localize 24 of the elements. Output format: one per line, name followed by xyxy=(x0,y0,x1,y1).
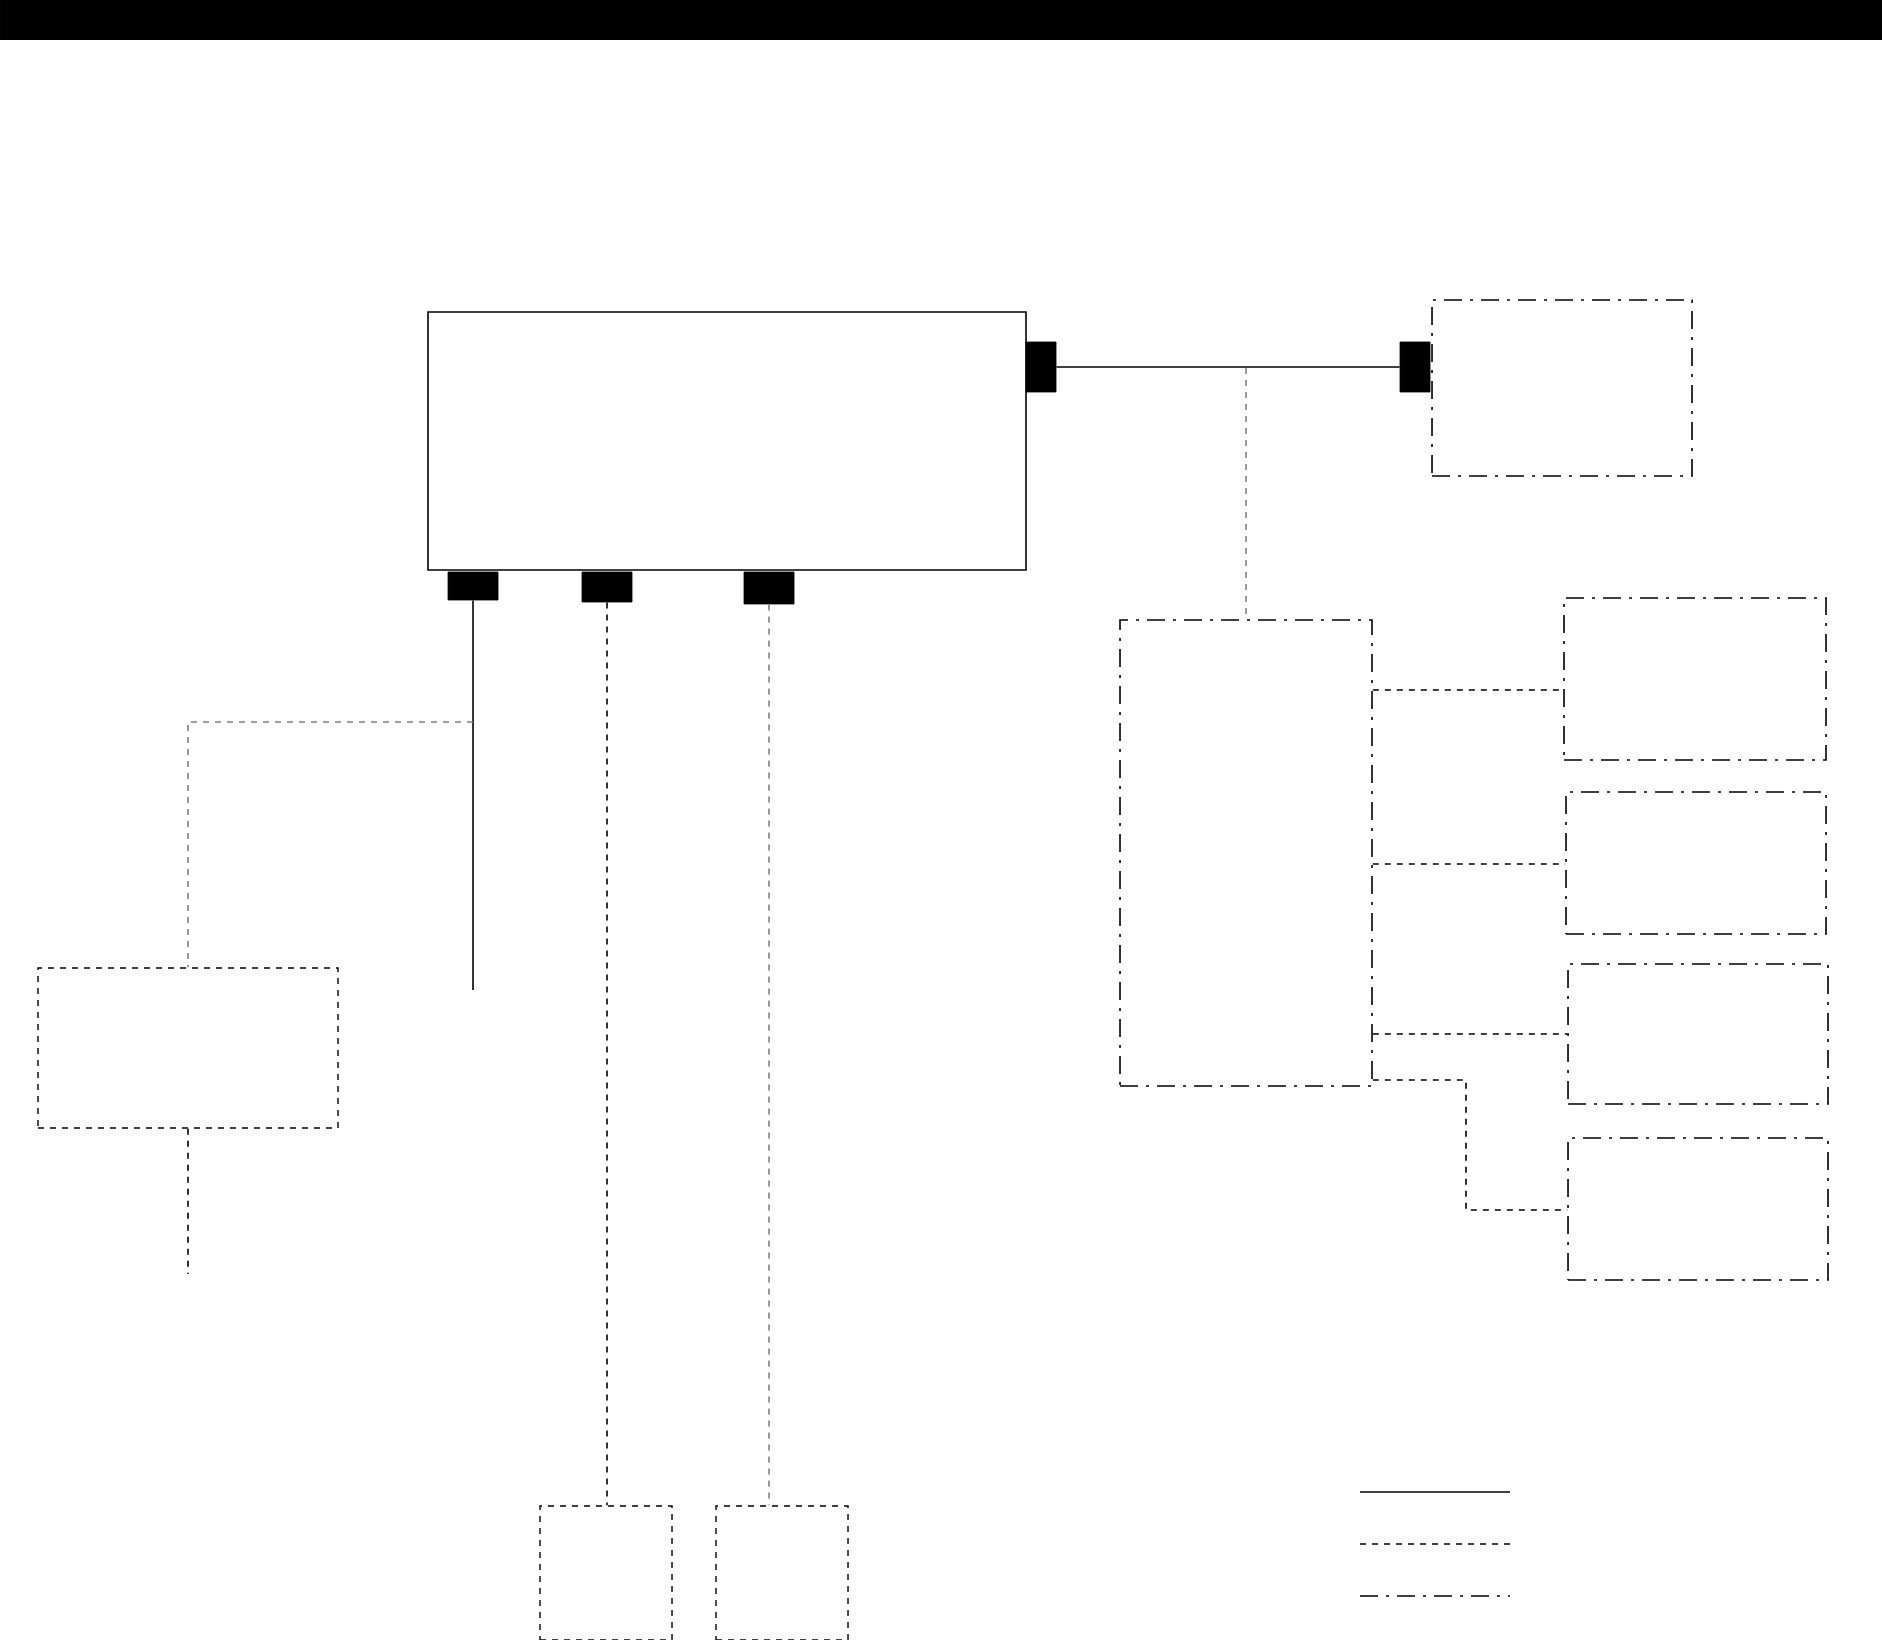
connector-block xyxy=(447,571,499,601)
cable-line xyxy=(1055,366,1401,368)
cable-line xyxy=(187,721,474,969)
unit-box xyxy=(1431,299,1693,477)
connector-block xyxy=(1025,341,1057,393)
unit-box xyxy=(37,967,339,1129)
connector-block xyxy=(581,571,633,603)
cable-line xyxy=(1372,1033,1568,1035)
connector-block xyxy=(743,571,795,605)
cable-line xyxy=(768,603,770,1507)
unit-box xyxy=(1567,963,1829,1105)
device-box xyxy=(427,311,1027,571)
unit-box xyxy=(1563,597,1827,761)
cable-line xyxy=(1245,367,1247,620)
cable-line xyxy=(1372,689,1564,691)
connector-block xyxy=(1399,341,1431,393)
unit-box xyxy=(1565,791,1827,935)
unit-box xyxy=(539,1505,673,1640)
cable-line xyxy=(472,599,474,991)
unit-box xyxy=(1119,619,1373,1087)
cable-line xyxy=(187,1127,189,1275)
cable-line xyxy=(606,601,608,1507)
unit-box xyxy=(1567,1137,1829,1281)
unit-box xyxy=(715,1505,849,1640)
